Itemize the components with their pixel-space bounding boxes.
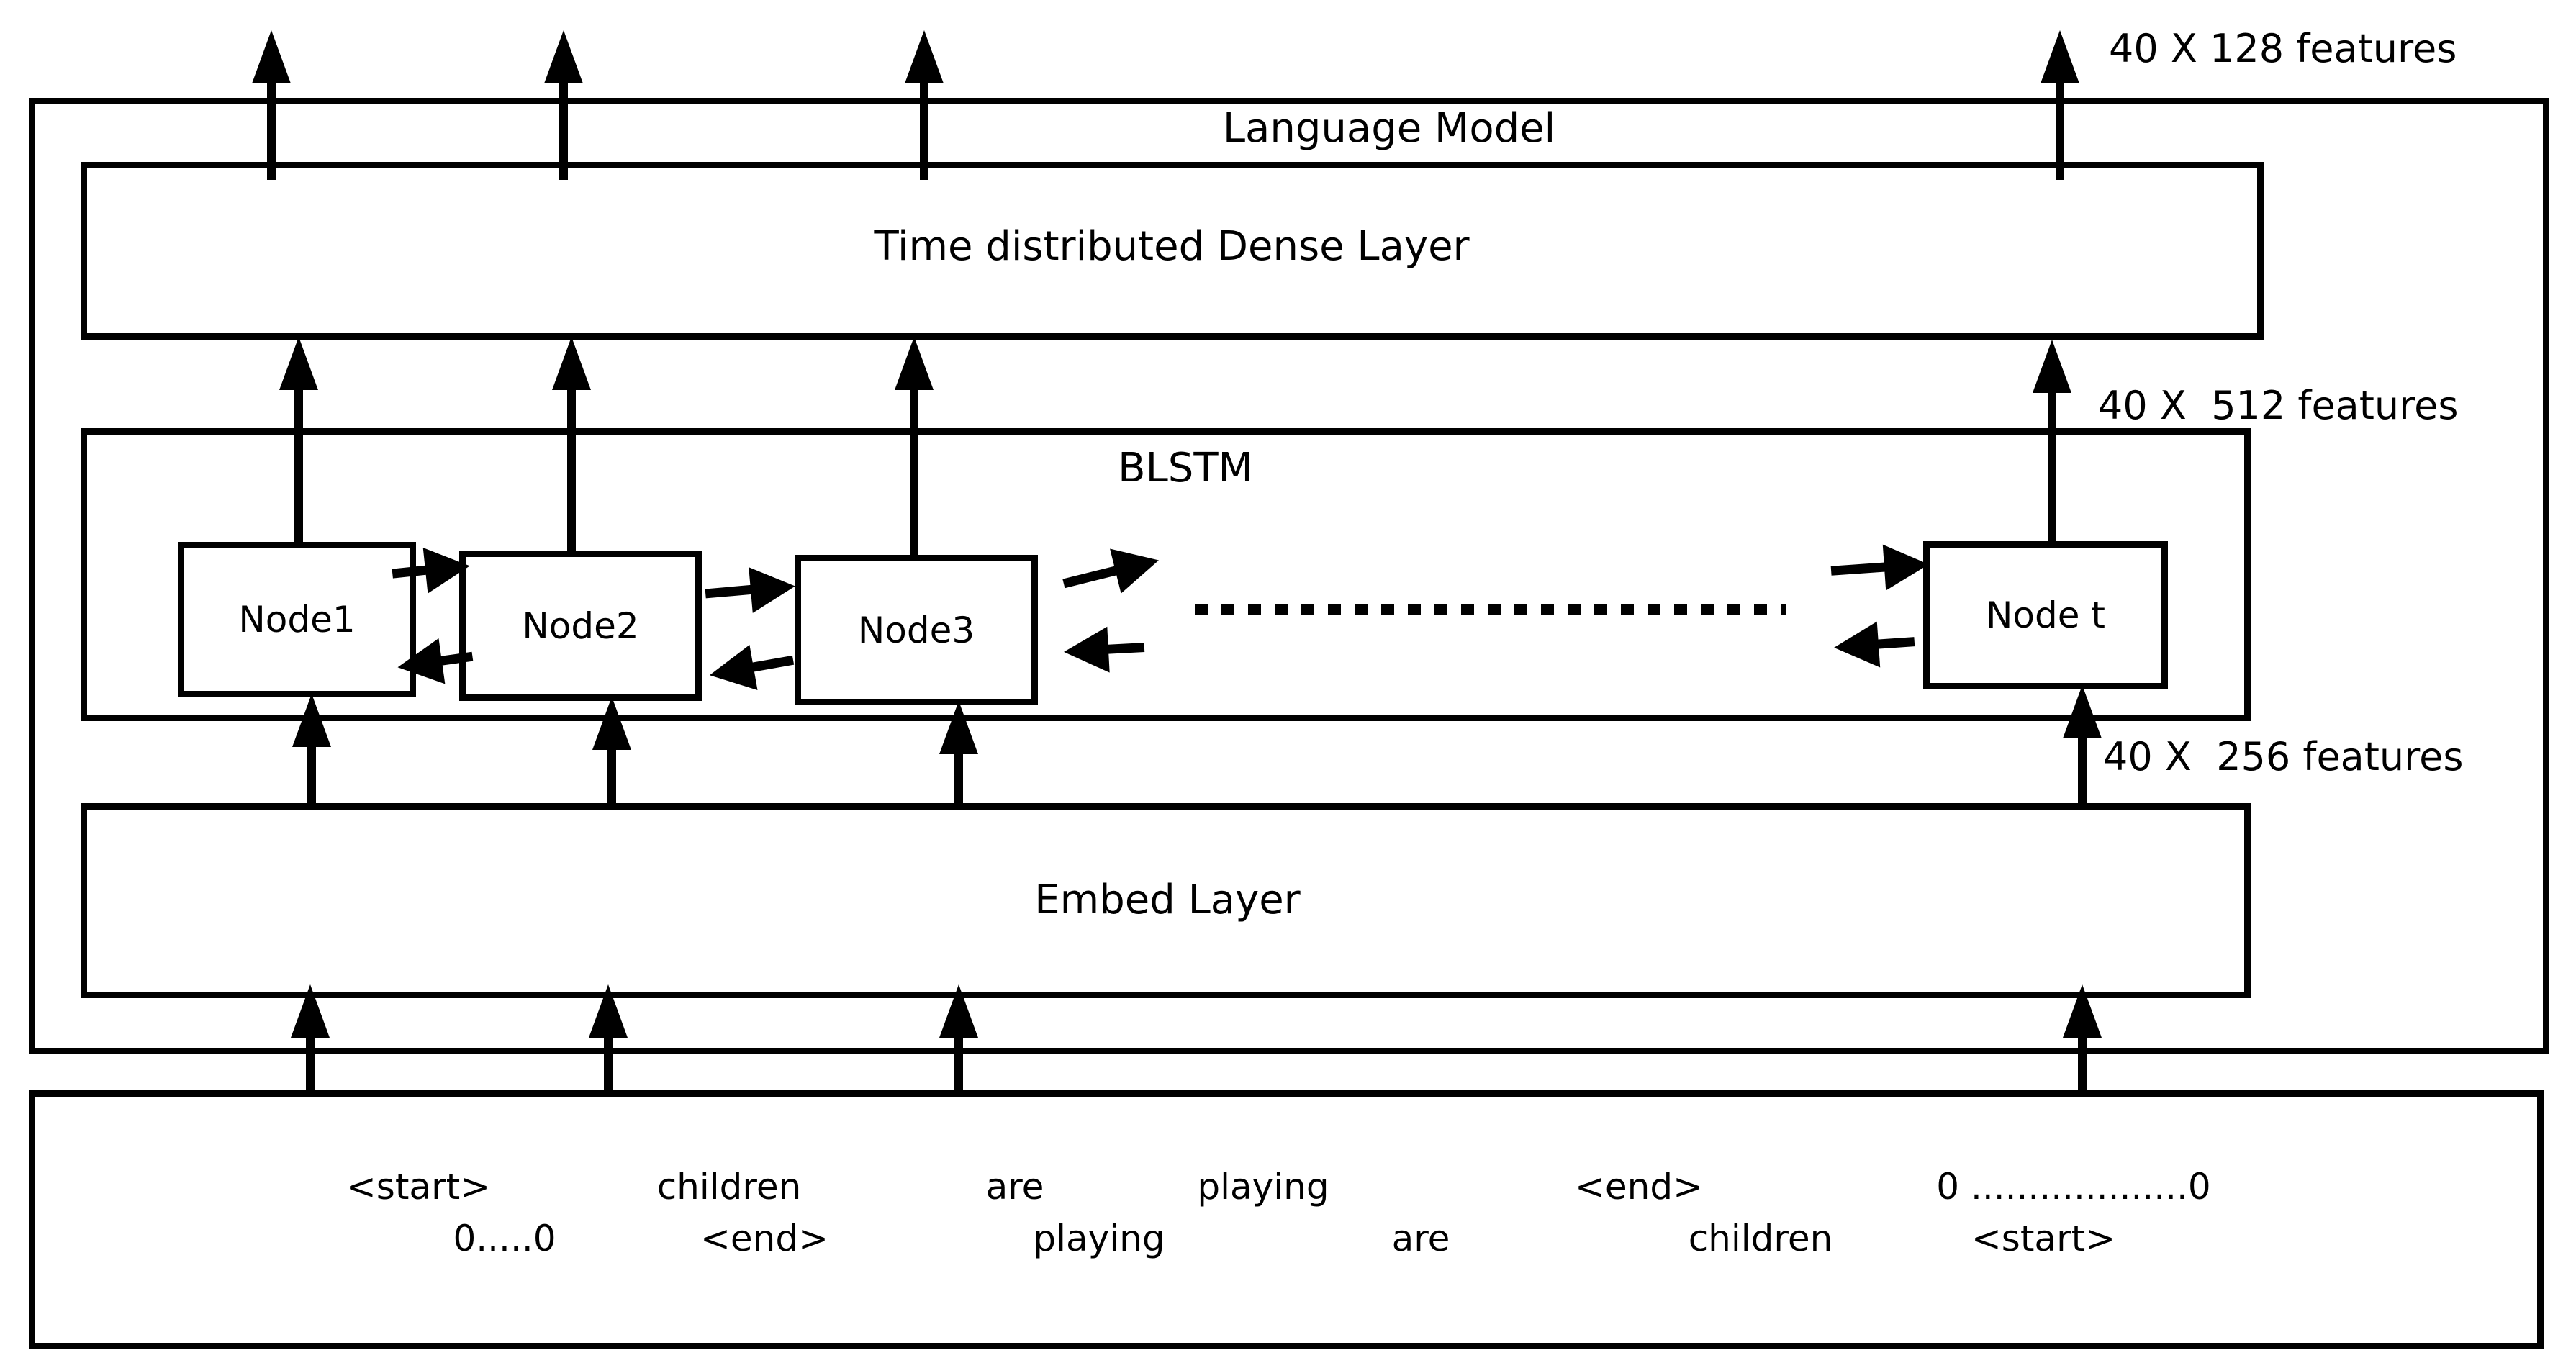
node2-label: Node2 xyxy=(522,604,639,647)
arrow-up-node1-dense xyxy=(279,337,318,545)
node-t-label: Node t xyxy=(1986,594,2105,636)
arrow-up-input-2 xyxy=(589,984,628,1097)
arrowhead-icon xyxy=(394,638,446,690)
arrow-up-output-4 xyxy=(2041,30,2079,180)
arrowhead-icon xyxy=(705,644,758,698)
arrow-up-output-3 xyxy=(905,30,944,180)
arrowhead-icon xyxy=(749,563,797,613)
arrow-up-node3-dense xyxy=(895,337,934,557)
arrow-node1-node2 xyxy=(390,543,473,597)
input-token-forward: 0 ...................0 xyxy=(1936,1166,2211,1208)
features-mid-label: 40 X 512 features xyxy=(2098,383,2459,428)
arrow-up-embed-node1 xyxy=(292,694,331,806)
input-token-backward: are xyxy=(1391,1218,1450,1259)
features-low-label: 40 X 256 features xyxy=(2103,734,2464,779)
input-token-backward: <end> xyxy=(700,1218,828,1259)
arrow-up-nodet-dense xyxy=(2033,340,2071,544)
embed-layer-box xyxy=(81,803,2251,998)
input-token-forward: children xyxy=(656,1166,802,1208)
arrow-ellipsis-node3 xyxy=(1062,625,1145,675)
arrowhead-icon xyxy=(1882,541,1931,591)
input-token-backward: children xyxy=(1688,1218,1833,1259)
arrow-up-embed-node2 xyxy=(592,697,631,806)
arrow-up-input-4 xyxy=(2063,984,2102,1097)
arrow-up-input-3 xyxy=(939,984,978,1097)
node3-box: Node3 xyxy=(795,555,1038,705)
arrow-up-node2-dense xyxy=(552,337,591,553)
node-t-box: Node t xyxy=(1923,541,2168,689)
embed-layer-label: Embed Layer xyxy=(1034,877,1301,923)
language-model-label: Language Model xyxy=(1222,105,1556,152)
language-model-box xyxy=(29,98,2549,1054)
arrowhead-icon xyxy=(422,543,473,594)
ellipsis-separator xyxy=(1195,604,1786,615)
input-token-forward: <end> xyxy=(1575,1166,1703,1208)
arrow-ellipsis-nodet xyxy=(1830,541,1931,594)
node1-box: Node1 xyxy=(178,542,416,697)
input-token-backward: playing xyxy=(1033,1218,1165,1259)
blstm-label: BLSTM xyxy=(1118,445,1253,492)
input-token-forward: playing xyxy=(1197,1166,1329,1208)
arrow-nodet-ellipsis xyxy=(1832,619,1916,671)
input-token-forward: <start> xyxy=(345,1166,491,1208)
arrow-up-output-1 xyxy=(252,30,291,180)
input-token-forward: are xyxy=(985,1166,1044,1208)
features-top-label: 40 X 128 features xyxy=(2109,26,2457,71)
node3-label: Node3 xyxy=(857,609,975,651)
arrowhead-icon xyxy=(1062,626,1110,675)
input-token-backward: <start> xyxy=(1971,1218,2116,1259)
arrow-up-output-2 xyxy=(544,30,583,180)
node2-box: Node2 xyxy=(459,551,702,701)
node1-label: Node1 xyxy=(238,599,356,640)
input-box xyxy=(29,1090,2544,1349)
arrow-up-embed-nodet xyxy=(2063,685,2102,806)
dense-layer-label: Time distributed Dense Layer xyxy=(874,223,1470,270)
dense-layer-box xyxy=(81,162,2264,340)
input-token-backward: 0.....0 xyxy=(453,1218,556,1259)
arrow-node2-node3 xyxy=(703,563,797,617)
blstm-box xyxy=(81,428,2251,721)
arrow-up-input-1 xyxy=(291,984,330,1097)
arrow-up-embed-node3 xyxy=(939,701,978,806)
arrowhead-icon xyxy=(1832,621,1881,671)
